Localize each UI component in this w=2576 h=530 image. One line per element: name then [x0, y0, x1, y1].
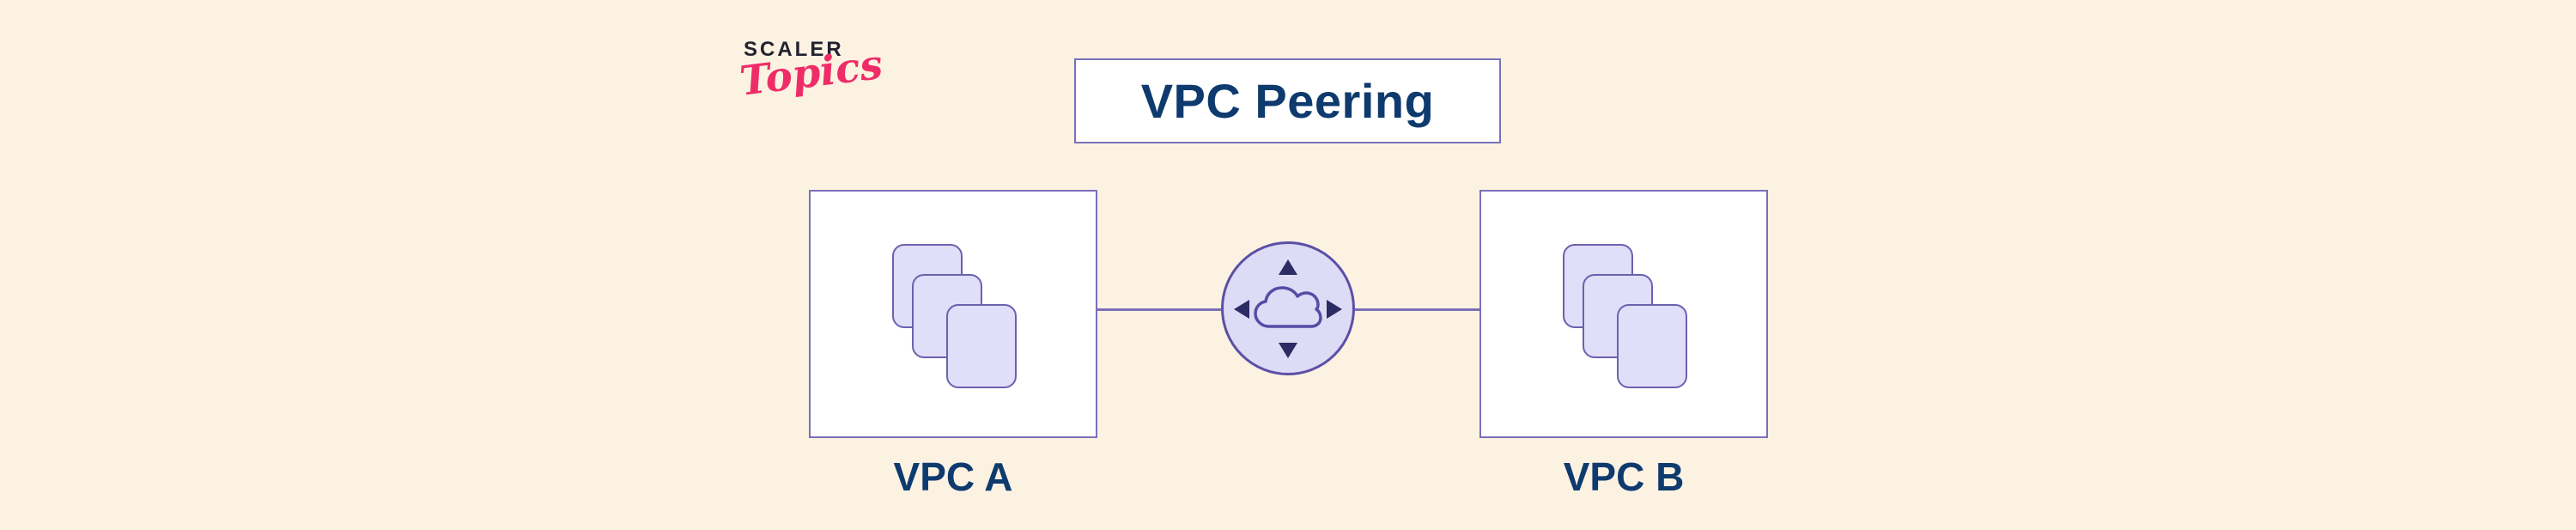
arrow-up-icon [1279, 259, 1297, 275]
connector-line-right [1355, 308, 1479, 311]
vpc-a-label: VPC A [893, 454, 1013, 499]
cloud-icon [1254, 286, 1322, 328]
vpc-a-box [809, 190, 1097, 438]
title-box: VPC Peering [1074, 58, 1501, 143]
peering-node-graphics [1234, 259, 1342, 358]
vpc-b-box [1479, 190, 1768, 438]
connector-line-left [1097, 308, 1221, 311]
arrow-left-icon [1234, 300, 1249, 319]
scaler-topics-logo: SCALER Topics [738, 38, 885, 106]
page-title: VPC Peering [1140, 74, 1435, 128]
instance-square [1617, 304, 1687, 388]
vpc-b-label: VPC B [1563, 454, 1685, 499]
instance-square [946, 304, 1017, 388]
arrow-down-icon [1279, 343, 1297, 358]
scaler-wordmark: SCALER [744, 38, 844, 61]
topics-wordmark: Topics [737, 40, 885, 106]
peering-node [1221, 241, 1355, 375]
arrow-right-icon [1327, 300, 1342, 319]
